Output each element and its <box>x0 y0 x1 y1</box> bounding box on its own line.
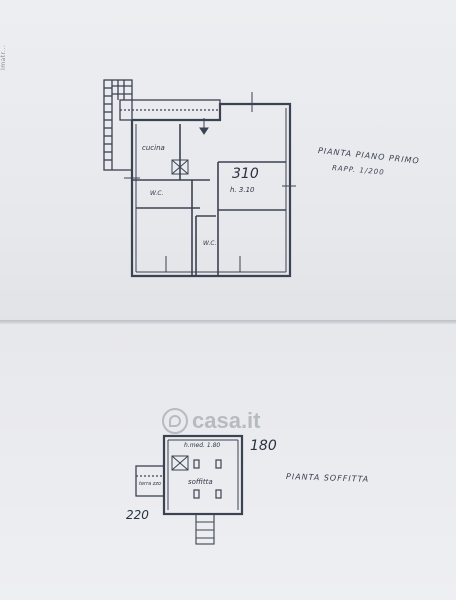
upper-sheet <box>0 0 456 322</box>
lower-sheet <box>0 324 456 600</box>
first-floor-markers <box>124 92 296 272</box>
attic-dimension-right: 180 <box>250 438 277 454</box>
casa-it-logo-icon <box>162 408 188 434</box>
paper-fold-shadow <box>0 320 456 326</box>
first-floor-staircase <box>103 79 133 171</box>
room-height-note: h. 3.10 <box>230 186 255 194</box>
first-floor-plan <box>103 79 296 278</box>
casa-it-watermark: casa.it <box>162 408 261 434</box>
room-label-terrazzo: terra zzo <box>139 481 162 487</box>
attic-dimension-left: 220 <box>126 508 149 522</box>
first-floor-dimension: 310 <box>232 166 259 182</box>
room-label-soffitta: soffitta <box>188 478 213 486</box>
attic-terrace <box>135 465 165 497</box>
first-floor-interior-walls <box>132 124 286 276</box>
attic-stair-opening <box>171 455 189 471</box>
attic-windows <box>193 459 222 499</box>
room-label-wc-2: W.C. <box>203 240 217 247</box>
first-floor-stair-hatch <box>171 159 189 175</box>
first-floor-balcony <box>119 99 221 121</box>
room-label-cucina: cucina <box>142 144 165 152</box>
watermark-text: casa.it <box>192 408 261 433</box>
attic-staircase <box>195 513 215 545</box>
first-floor-outer-walls <box>130 102 292 278</box>
room-label-wc-1: W.C. <box>150 190 164 197</box>
attic-plan <box>135 434 244 545</box>
attic-height-note: h.med. 1.80 <box>184 442 221 449</box>
